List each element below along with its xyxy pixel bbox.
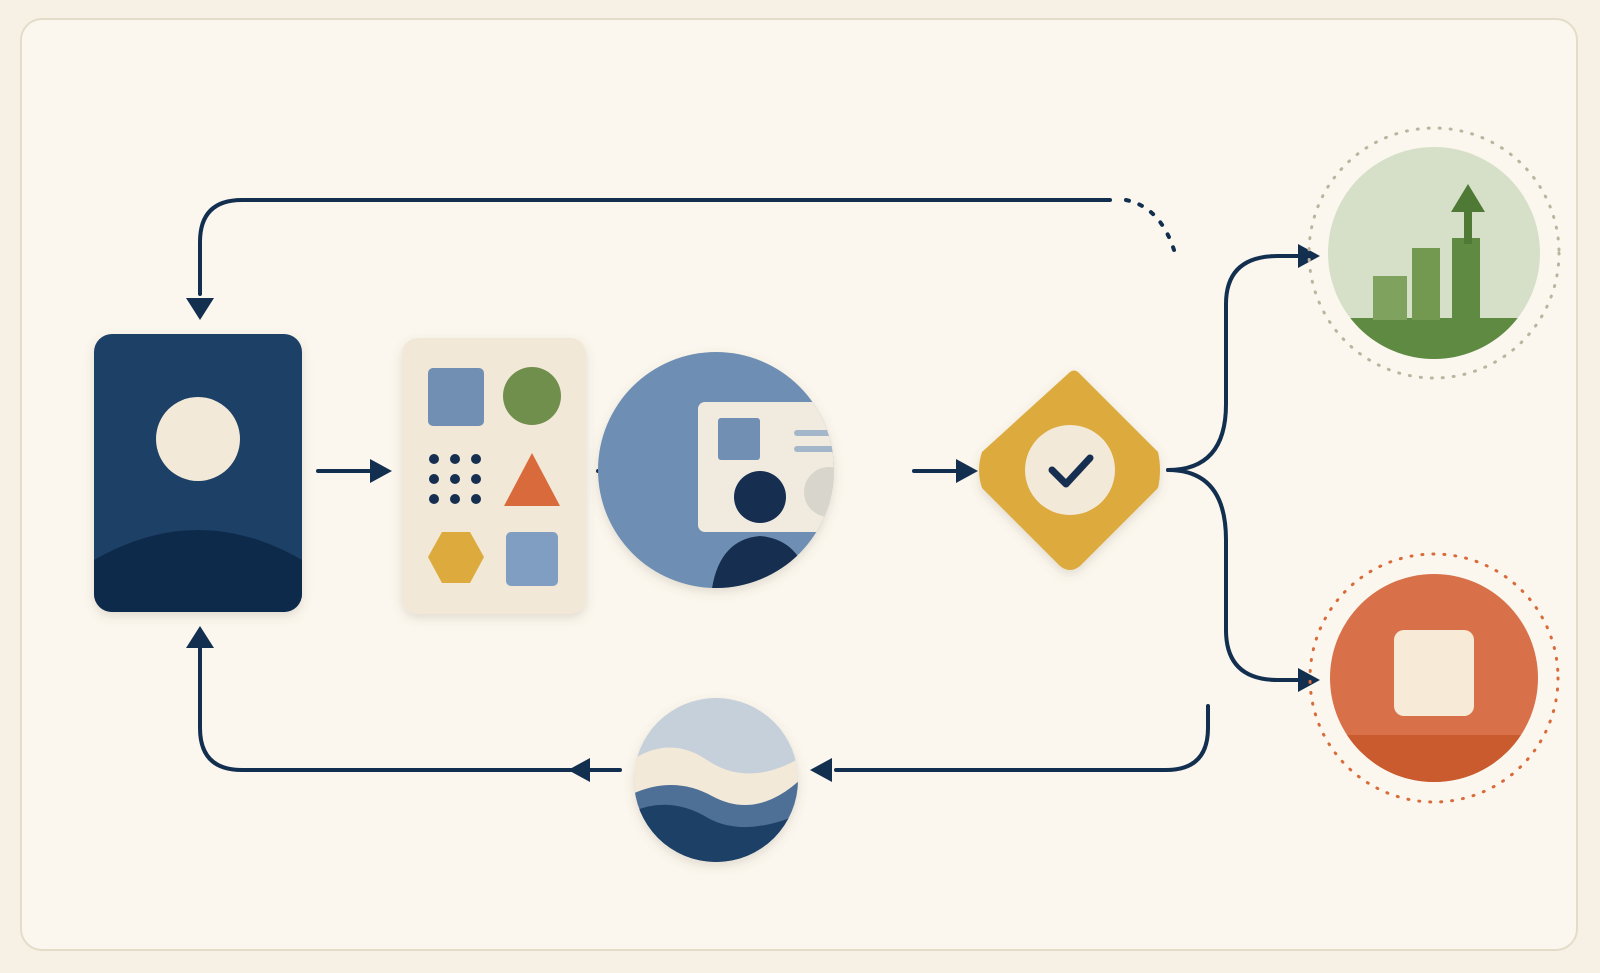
connector-lines — [198, 198, 1302, 772]
arrowhead-left-return — [568, 758, 590, 782]
arrowheads — [186, 244, 1320, 782]
branch-line — [1166, 254, 1302, 472]
dashboard-user-icon — [710, 536, 812, 588]
shapes-grid-icon — [428, 367, 561, 586]
growth-node — [1307, 126, 1561, 380]
interface-node — [598, 352, 834, 588]
wave-landscape-icon — [634, 747, 798, 862]
checkmark-icon — [1048, 454, 1094, 488]
feedback-node — [634, 698, 798, 862]
validation-node — [979, 370, 1160, 570]
arrowhead-left-feedback — [810, 758, 832, 782]
arrowhead-down-user — [186, 298, 214, 320]
components-node — [402, 338, 586, 614]
arrowhead-right-growth — [1298, 244, 1320, 268]
stop-square-icon — [1394, 630, 1474, 716]
stop-node — [1308, 552, 1560, 804]
user-node — [94, 334, 302, 612]
top-loop-dotted-line — [1124, 198, 1176, 252]
arrowhead-right-components — [370, 459, 392, 483]
bottom-return-line-left — [198, 638, 622, 772]
top-loop-line — [198, 198, 1112, 296]
bottom-return-line — [834, 704, 1210, 772]
branch-line-lower — [1166, 468, 1302, 682]
arrowhead-up-user — [186, 626, 214, 648]
bar-chart-up-icon — [1373, 184, 1485, 320]
arrowhead-right-validation — [956, 459, 978, 483]
person-icon — [156, 397, 240, 481]
arrowhead-right-stop — [1298, 668, 1320, 692]
